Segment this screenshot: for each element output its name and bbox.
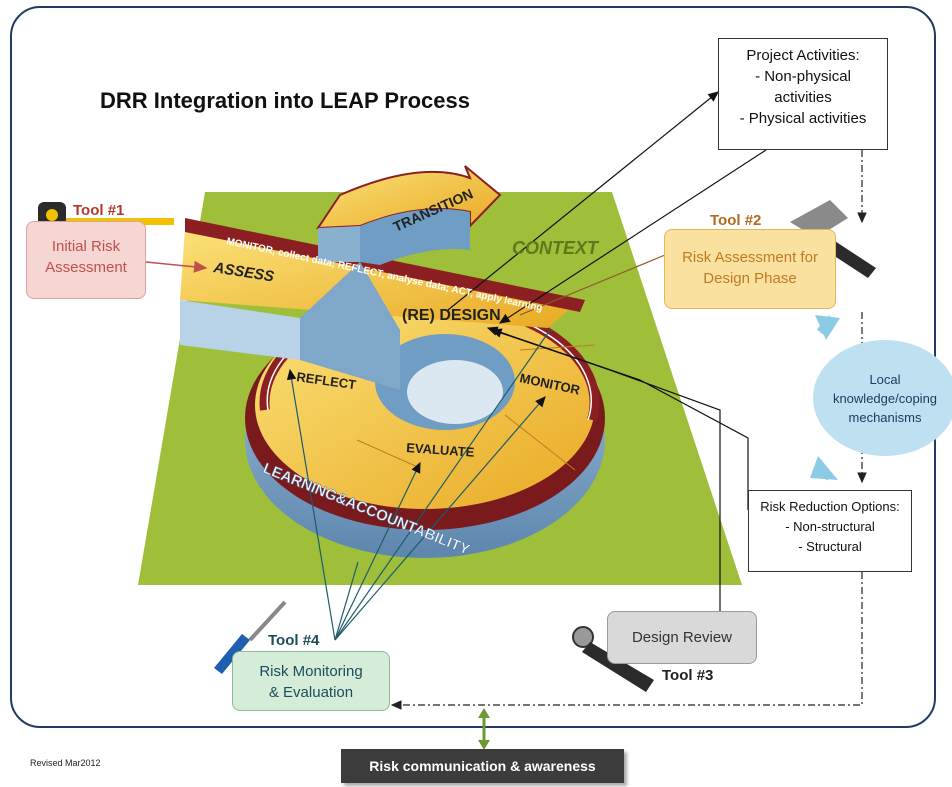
local-knowledge-bubble (813, 340, 952, 456)
context-label: CONTEXT (512, 238, 600, 258)
assess-band (180, 228, 580, 328)
tool1-box: Initial Risk Assessment (26, 221, 146, 299)
risk-communication-banner: Risk communication & awareness (341, 749, 624, 783)
local-knowledge-line3: mechanisms (848, 410, 922, 425)
local-knowledge-line2: knowledge/coping (832, 391, 938, 406)
tool2-tag: Tool #2 (710, 212, 762, 229)
tool1-label-line2: Assessment (45, 259, 127, 276)
risk-reduction-box: Risk Reduction Options: - Non-structural… (748, 490, 912, 572)
tool1-label-line1: Initial Risk (51, 238, 121, 255)
tool3-tag: Tool #3 (662, 667, 714, 684)
risk-reduction-line1: - Non-structural (785, 519, 875, 534)
design-to-activities-arrow (447, 91, 719, 311)
tool1-tag: Tool #1 (73, 202, 125, 219)
tool4-tag: Tool #4 (268, 632, 320, 649)
risk-reduction-line2: - Structural (798, 539, 862, 554)
page-title: DRR Integration into LEAP Process (100, 88, 470, 113)
tool1-arrow (145, 260, 208, 273)
project-activities-box: Project Activities: - Non-physical activ… (718, 38, 888, 150)
project-activities-line1: - Non-physical (755, 68, 851, 85)
tool4-box: Risk Monitoring & Evaluation (232, 651, 390, 711)
screwdriver-icon (214, 600, 287, 674)
project-activities-line2: activities (774, 89, 832, 106)
risk-reduction-heading: Risk Reduction Options: (760, 499, 900, 514)
project-activities-line3: - Physical activities (739, 110, 867, 127)
revised-note: Revised Mar2012 (30, 758, 101, 768)
tool4-label-line2: & Evaluation (268, 684, 354, 701)
tool3-box: Design Review (607, 611, 757, 664)
evaluate-label: EVALUATE (406, 440, 475, 460)
design-label: (RE) DESIGN (402, 307, 501, 324)
assess-band-side (180, 300, 300, 360)
local-knowledge-line1: Local (869, 372, 901, 387)
tool4-label-line1: Risk Monitoring (259, 663, 363, 680)
local-knowledge-text: Local knowledge/coping mechanisms (815, 370, 952, 427)
tool2-box: Risk Assessment for Design Phase (664, 229, 836, 309)
tool3-label: Design Review (631, 629, 733, 646)
wrench-icon (572, 626, 654, 692)
project-activities-heading: Project Activities: (746, 47, 860, 64)
tool2-label-line1: Risk Assessment for (682, 249, 818, 266)
tool2-label-line2: Design Phase (703, 270, 797, 287)
